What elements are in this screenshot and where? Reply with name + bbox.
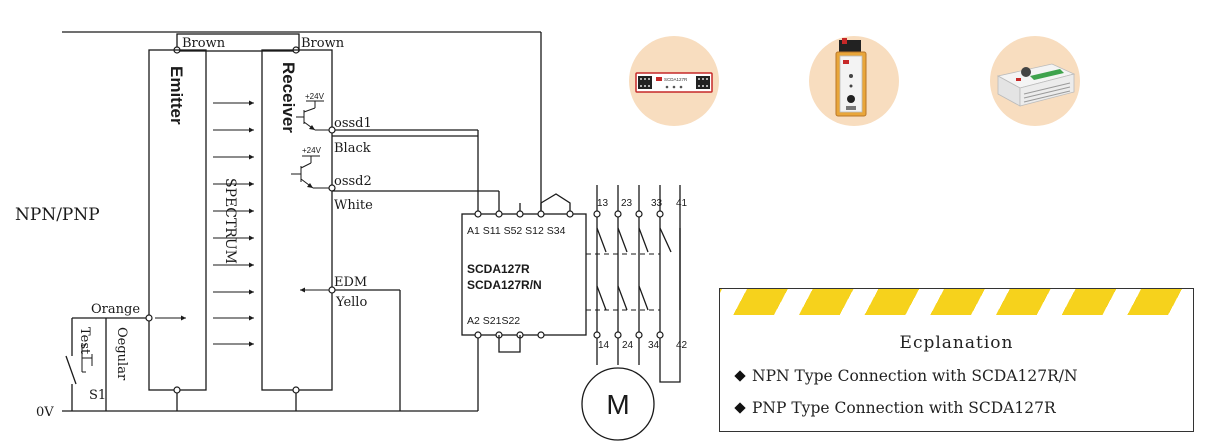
contact-label-13: 13: [597, 198, 609, 209]
explanation-legend: Ecplanation NPN Type Connection with SCD…: [719, 288, 1194, 432]
s1-label: S1: [89, 388, 106, 403]
relay-contacts: [586, 185, 681, 383]
s21-s22-jumper: [498, 335, 521, 353]
din-module-illustration: SCDA127R: [635, 72, 713, 93]
legend-item-pnp: PNP Type Connection with SCDA127R: [734, 399, 1056, 417]
orange-terminal: [145, 314, 153, 322]
edm-label: EDM: [334, 275, 367, 290]
legend-item-npn-text: NPN Type Connection with SCDA127R/N: [752, 367, 1078, 385]
test-button-symbol: [81, 344, 93, 373]
contact-label-34: 34: [648, 340, 660, 351]
brown-right-label: Brown: [301, 36, 345, 51]
svg-text:+24V: +24V: [305, 92, 325, 101]
motor-symbol: [581, 367, 655, 441]
brown-wire-box: [176, 33, 300, 52]
product-thumb-scda127r: SCDA127R: [629, 36, 719, 126]
enclosure-illustration: [996, 63, 1076, 107]
brown-left-label: Brown: [182, 36, 226, 51]
contact-label-23: 23: [621, 198, 633, 209]
din-relay-illustration: [835, 38, 867, 117]
black-wire-label: Black: [334, 141, 371, 156]
output-transistor-1: +24V: [296, 92, 330, 131]
relay-model-line2: SCDA127R/N: [467, 278, 542, 292]
legend-item-pnp-text: PNP Type Connection with SCDA127R: [752, 399, 1056, 417]
spectrum-beams: [213, 100, 254, 347]
relay-top-terminal-labels: A1 S11 S52 S12 S34: [467, 225, 566, 237]
diamond-bullet-icon: [734, 370, 746, 382]
legend-item-npn: NPN Type Connection with SCDA127R/N: [734, 367, 1078, 385]
relay-box: [461, 213, 587, 336]
yello-wire-label: Yello: [335, 295, 367, 310]
diamond-bullet-icon: [734, 402, 746, 414]
edm-terminal: [328, 286, 336, 294]
white-wire-label: White: [334, 198, 373, 213]
test-label: Test: [77, 327, 92, 355]
product-thumb-enclosure: [990, 36, 1080, 126]
relay-top-terminals: [474, 210, 574, 218]
oegular-label: Oegular: [114, 327, 129, 381]
relay-jumper: [540, 193, 571, 214]
relay-bottom-terminal-labels: A2 S21S22: [467, 315, 520, 327]
receiver-label: Receiver: [279, 62, 298, 133]
svg-text:+24V: +24V: [302, 146, 322, 155]
product-module-label: SCDA127R: [664, 77, 688, 82]
motor-label: M: [606, 389, 629, 420]
emitter-0v-terminal: [173, 386, 181, 394]
legend-title: Ecplanation: [899, 333, 1014, 353]
contact-label-24: 24: [622, 340, 634, 351]
relay-model-line1: SCDA127R: [467, 262, 530, 276]
product-thumb-din-relay: [809, 36, 899, 126]
ossd1-label: ossd1: [334, 116, 372, 131]
spectrum-label: SPECTRUM: [222, 178, 238, 264]
zero-v-label: 0V: [36, 405, 54, 420]
contact-label-42: 42: [676, 340, 688, 351]
orange-wire-label: Orange: [91, 302, 140, 317]
contact-label-14: 14: [598, 340, 610, 351]
ossd2-label: ossd2: [334, 174, 372, 189]
test-switch-blade: [65, 355, 77, 385]
contact-label-33: 33: [651, 198, 663, 209]
npn-pnp-label: NPN/PNP: [15, 205, 100, 225]
receiver-0v-terminal: [292, 386, 300, 394]
emitter-label: Emitter: [167, 66, 186, 125]
contact-label-41: 41: [676, 198, 688, 209]
hazard-stripes: [720, 289, 1193, 315]
output-transistor-2: +24V: [291, 146, 330, 189]
